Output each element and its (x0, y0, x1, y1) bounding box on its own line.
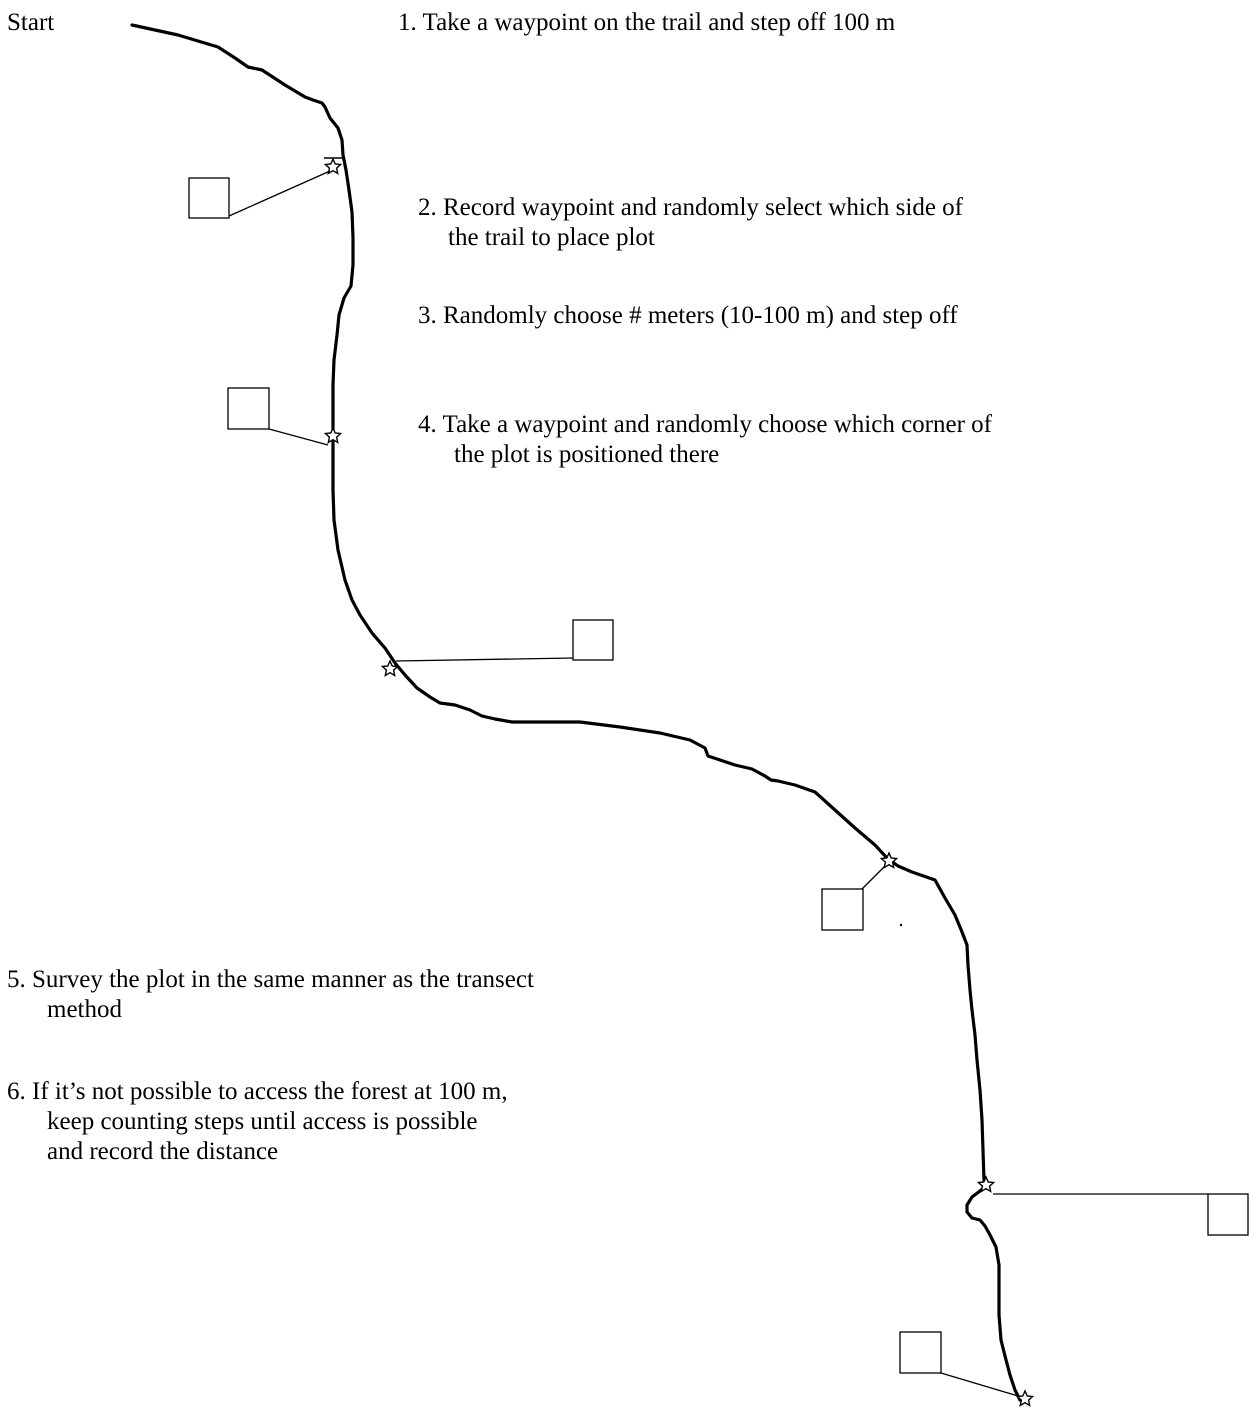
step-6-text: 6. If it’s not possible to access the fo… (7, 1077, 508, 1167)
connector-line-4 (861, 865, 886, 890)
step-1-text: 1. Take a waypoint on the trail and step… (398, 8, 895, 38)
connector-line-6 (940, 1372, 1019, 1397)
step-5-line: method (47, 996, 122, 1023)
step-3-line: 3. Randomly choose # meters (10-100 m) a… (418, 302, 958, 329)
connector-line-3 (395, 657, 574, 662)
step-5-line: 5. Survey the plot in the same manner as… (7, 966, 534, 993)
plot-square-6 (899, 1331, 942, 1374)
step-3-text: 3. Randomly choose # meters (10-100 m) a… (418, 301, 958, 331)
plot-square-1 (188, 177, 230, 219)
waypoint-star-5 (976, 1175, 996, 1193)
step-5-text: 5. Survey the plot in the same manner as… (7, 965, 534, 1025)
waypoint-star-3 (380, 659, 400, 677)
step-6-line: keep counting steps until access is poss… (47, 1108, 478, 1135)
connector-line-1 (228, 170, 331, 217)
plot-square-2 (227, 387, 270, 430)
star-icon (323, 157, 343, 175)
step-6-line: 6. If it’s not possible to access the fo… (7, 1078, 508, 1105)
step-1-line: 1. Take a waypoint on the trail and step… (398, 9, 896, 36)
step-2-text: 2. Record waypoint and randomly select w… (418, 193, 963, 253)
plot-square-4 (821, 888, 864, 931)
waypoint-star-1 (323, 157, 343, 175)
connector-line-2 (268, 428, 329, 446)
step-4-line: the plot is positioned there (454, 441, 720, 468)
step-2-line: the trail to place plot (448, 224, 655, 251)
step-6-line: and record the distance (47, 1138, 279, 1165)
start-label: Start (7, 9, 55, 36)
waypoint-star-4 (879, 851, 899, 869)
step-2-line: 2. Record waypoint and randomly select w… (418, 194, 963, 221)
plot-square-5 (1207, 1193, 1249, 1236)
plot-square-3 (572, 619, 614, 661)
waypoint-star-2 (323, 426, 343, 444)
stray-dot (899, 923, 903, 927)
step-4-line: 4. Take a waypoint and randomly choose w… (418, 411, 992, 438)
waypoint-star-6 (1015, 1389, 1035, 1407)
step-4-text: 4. Take a waypoint and randomly choose w… (418, 410, 992, 470)
